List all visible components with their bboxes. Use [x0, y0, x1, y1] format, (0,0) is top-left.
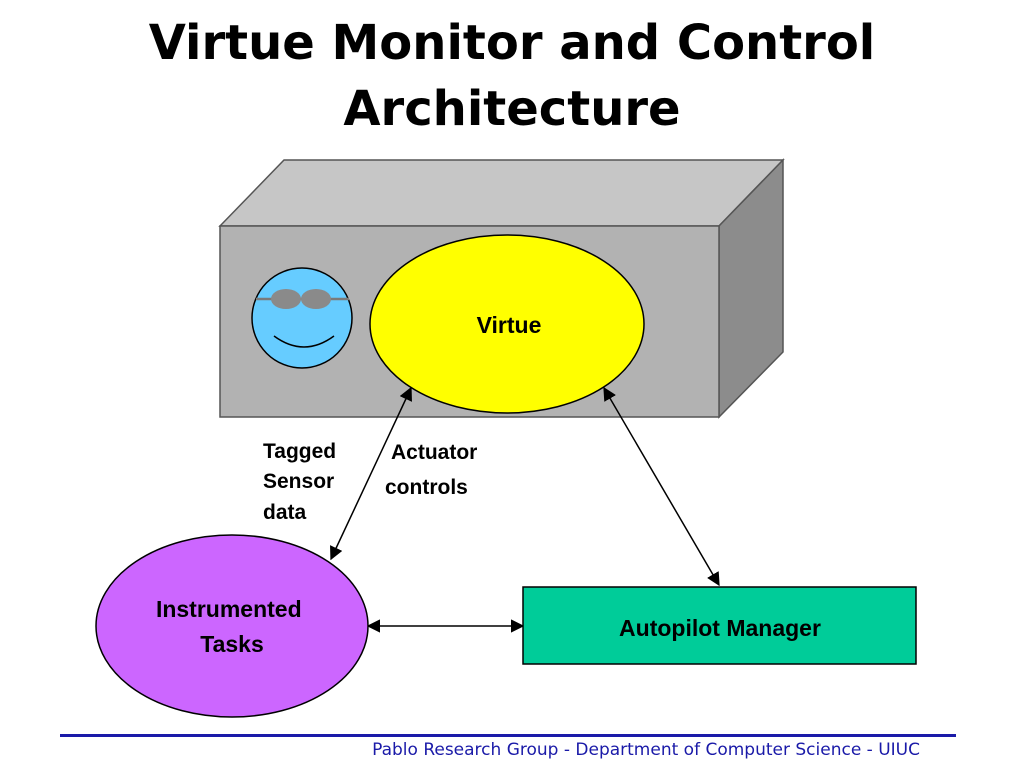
instrumented-tasks-label: Instrumented Tasks [156, 596, 308, 657]
virtue-node: Virtue [369, 234, 645, 414]
title-line-1: Virtue Monitor and Control [148, 15, 876, 71]
actuator-controls-label: Actuator controls [385, 441, 483, 499]
footer-text: Pablo Research Group - Department of Com… [372, 740, 920, 760]
arrow-virtue-to-instrumented-tasks [330, 386, 412, 561]
autopilot-manager-label: Autopilot Manager [619, 615, 821, 641]
arrow-virtue-to-autopilot [603, 386, 720, 587]
smiley-face-icon [251, 267, 353, 369]
autopilot-manager-node: Autopilot Manager [522, 586, 917, 665]
virtue-label: Virtue [477, 312, 542, 338]
box-top-face [218, 159, 785, 227]
instrumented-tasks-node: Instrumented Tasks [95, 534, 369, 718]
title-line-2: Architecture [343, 81, 681, 137]
tagged-sensor-data-label: Tagged Sensor data [263, 440, 342, 524]
footer-divider [60, 734, 956, 737]
slide-title: Virtue Monitor and Control Architecture [0, 10, 1024, 142]
